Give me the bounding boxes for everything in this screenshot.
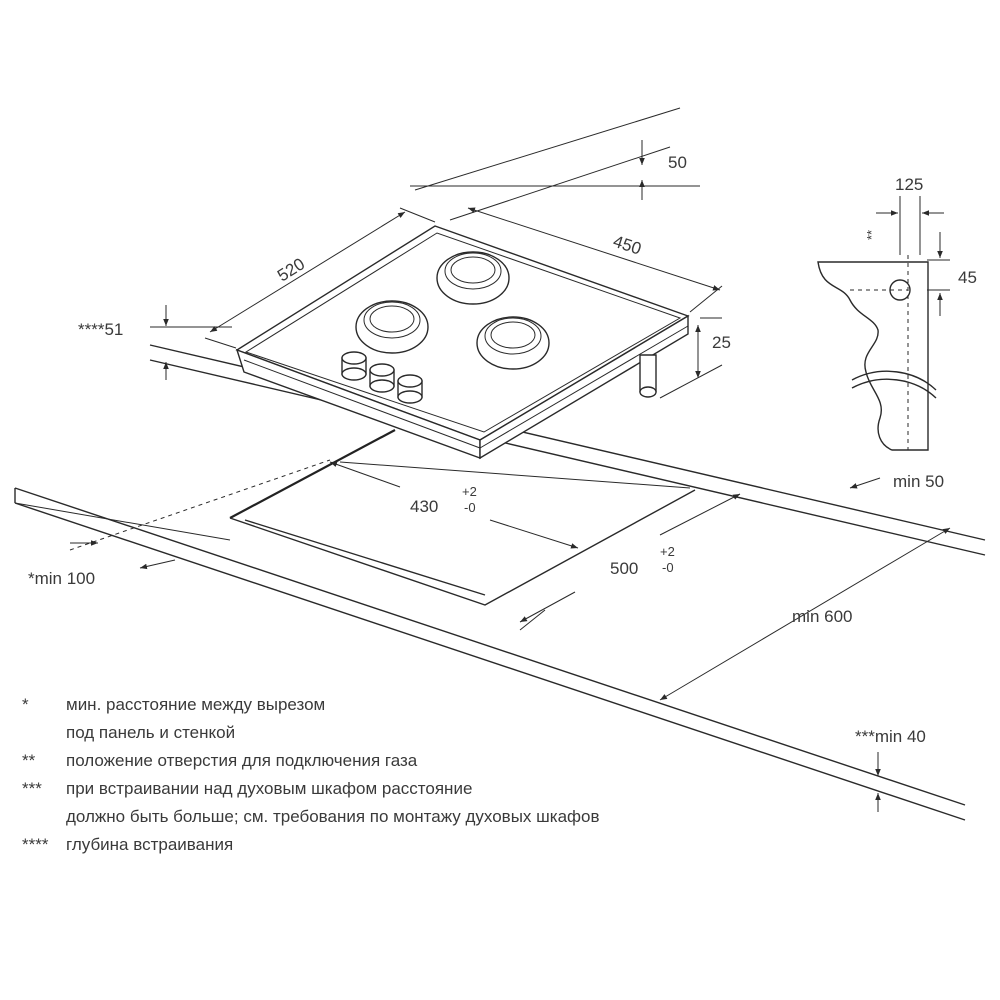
dim-cutout-depth-tol-minus: -0 [662, 560, 674, 575]
control-knob-3 [397, 374, 423, 404]
note-3-line-2: должно быть больше; см. требования по мо… [66, 807, 600, 826]
dim-min-below: ***min 40 [855, 727, 926, 746]
note-1-line-1: мин. расстояние между вырезом [66, 695, 325, 714]
dim-depth: 520 [274, 254, 308, 285]
dim-cutout-depth: 500 [610, 559, 638, 578]
gas-connection-detail [818, 196, 950, 450]
dim-build-depth: ****51 [78, 320, 123, 339]
note-3-symbol: *** [22, 779, 42, 798]
note-1-symbol: * [22, 695, 29, 714]
dim-cutout-width-tol-minus: -0 [464, 500, 476, 515]
dim-top-gap: 50 [668, 153, 687, 172]
burner-right [476, 316, 550, 370]
dim-height: 25 [712, 333, 731, 352]
cutout-opening [70, 430, 695, 605]
dim-min-worktop: min 600 [792, 607, 852, 626]
dimension-labels: 50 520 450 ****51 25 430 +2 -0 500 +2 -0… [28, 153, 977, 746]
note-2-symbol: ** [22, 751, 36, 770]
dimension-lines [70, 108, 950, 812]
dim-cutout-width-tol-plus: +2 [462, 484, 477, 499]
dim-detail-mark: ** [864, 230, 879, 240]
footnotes: * мин. расстояние между вырезом под пане… [22, 695, 600, 854]
note-4-symbol: **** [22, 835, 49, 854]
note-4-line-1: глубина встраивания [66, 835, 233, 854]
dim-cutout-depth-tol-plus: +2 [660, 544, 675, 559]
gas-hob [237, 226, 688, 458]
dim-detail-125: 125 [895, 175, 923, 194]
note-2-line-1: положение отверстия для подключения газа [66, 751, 418, 770]
control-knob-1 [341, 351, 367, 381]
dim-detail-45: 45 [958, 268, 977, 287]
dim-cutout-width: 430 [410, 497, 438, 516]
dim-width: 450 [611, 232, 644, 259]
control-knob-2 [369, 363, 395, 393]
note-3-line-1: при встраивании над духовым шкафом расст… [66, 779, 472, 798]
dim-min-wall: *min 100 [28, 569, 95, 588]
worktop [15, 345, 985, 820]
note-1-line-2: под панель и стенкой [66, 723, 235, 742]
dim-min-back: min 50 [893, 472, 944, 491]
